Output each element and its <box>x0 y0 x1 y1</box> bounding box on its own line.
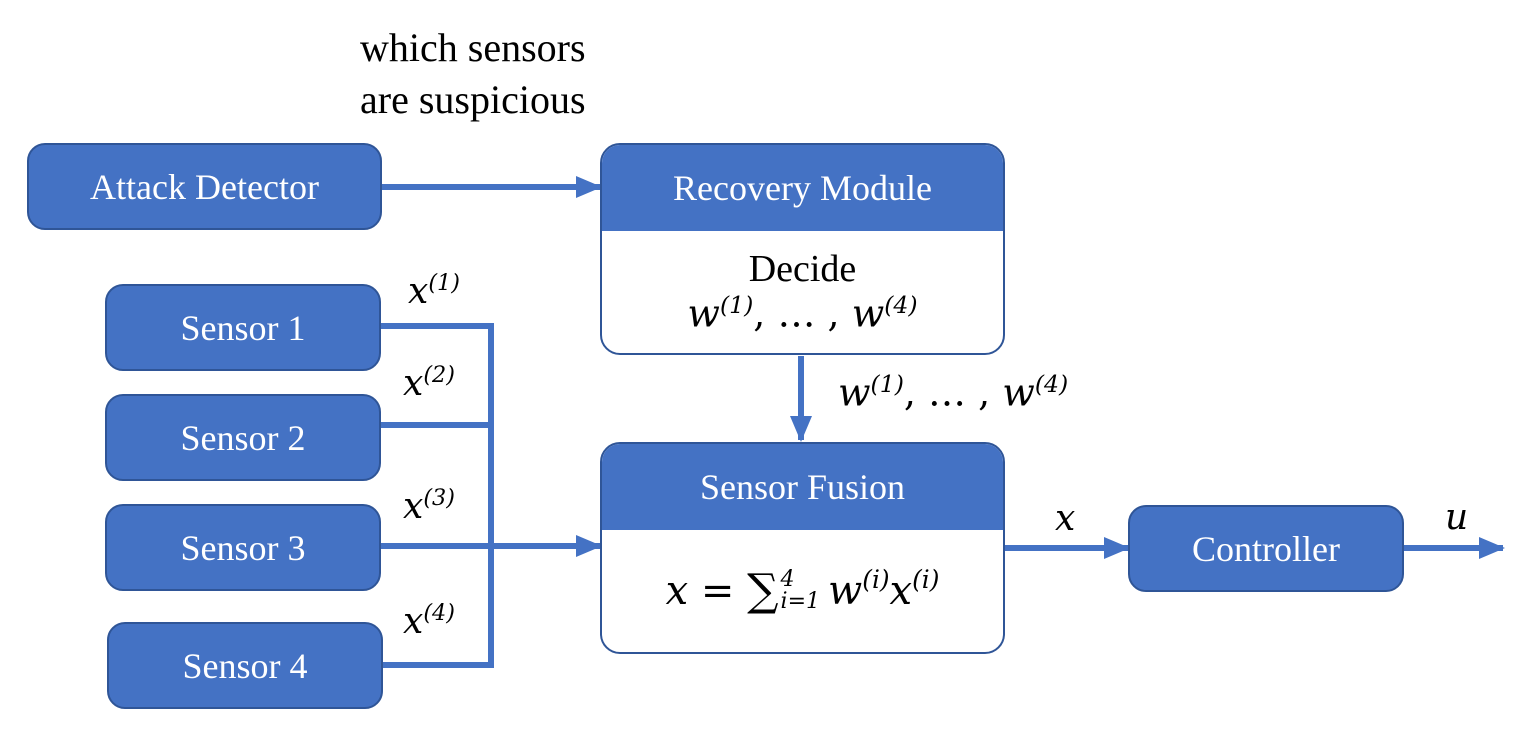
controller-output-label: u <box>1445 497 1469 538</box>
sensor-3-signal-symbol: x <box>403 486 424 527</box>
recovery-module-node: Recovery Module Decide w(1), … , w(4) <box>600 143 1005 355</box>
sensor-fusion-node: Sensor Fusion x = ∑ 4 i=1 w(i) x(i) <box>600 442 1005 654</box>
weight-sup-last: (4) <box>884 290 918 319</box>
sensor-3-label: Sensor 3 <box>180 527 306 568</box>
formula-sum-limits: 4 i=1 <box>781 569 820 613</box>
weight-sup-first: (1) <box>719 290 754 319</box>
formula-weight: w <box>828 568 863 614</box>
caption-line-1: which sensors <box>360 25 586 70</box>
sensor-2-signal-label: x(2) <box>403 362 455 404</box>
edge-weight-sup-last: (4) <box>1034 370 1069 398</box>
sensor-3-node: Sensor 3 <box>105 504 381 591</box>
sensor-fusion-body: x = ∑ 4 i=1 w(i) x(i) <box>602 530 1003 652</box>
sensor-1-signal-sup: (1) <box>428 270 460 296</box>
sensor-2-signal-symbol: x <box>403 363 424 404</box>
caption-line-2: are suspicious <box>360 77 586 122</box>
sensor-fusion-header: Sensor Fusion <box>602 444 1003 530</box>
controller-node: Controller <box>1128 505 1404 592</box>
formula-signal-sup: (i) <box>912 564 940 594</box>
sensor-3-signal-label: x(3) <box>403 485 455 527</box>
formula-lhs: x <box>665 568 689 614</box>
sensor-1-label: Sensor 1 <box>180 307 306 348</box>
formula-signal: x <box>889 568 913 614</box>
formula-sum-upper: 4 <box>780 567 795 592</box>
recovery-weights-formula: w(1), … , w(4) <box>687 290 918 336</box>
weight-separator: , … , <box>753 291 852 336</box>
edge-weight-symbol-last: w <box>1002 370 1035 415</box>
sensor-4-node: Sensor 4 <box>107 622 383 709</box>
sensor-1-node: Sensor 1 <box>105 284 381 371</box>
sensor-4-signal-label: x(4) <box>403 600 455 642</box>
attack-detector-label: Attack Detector <box>90 166 319 207</box>
sensor-2-node: Sensor 2 <box>105 394 381 481</box>
formula-weight-sup: (i) <box>862 564 890 594</box>
recovery-module-header: Recovery Module <box>602 145 1003 231</box>
sensor-1-signal-symbol: x <box>408 271 429 312</box>
weight-symbol-last: w <box>851 291 885 336</box>
detector-caption: which sensors are suspicious <box>360 22 586 126</box>
sensor-1-signal-label: x(1) <box>408 270 460 312</box>
recovery-module-title: Recovery Module <box>673 168 932 208</box>
sensor-3-signal-sup: (3) <box>423 485 455 511</box>
sensor-2-label: Sensor 2 <box>180 417 306 458</box>
formula-equals: = <box>688 568 748 614</box>
sensor-4-signal-symbol: x <box>403 601 424 642</box>
weights-edge-label: w(1), … , w(4) <box>838 370 1068 415</box>
edge-weight-symbol-first: w <box>838 370 871 415</box>
sensor-4-label: Sensor 4 <box>182 645 308 686</box>
wire-sensor-1 <box>380 323 494 665</box>
formula-sum-lower: i=1 <box>780 589 821 614</box>
sensor-fusion-title: Sensor Fusion <box>699 467 906 507</box>
fusion-output-label: x <box>1055 498 1076 539</box>
recovery-module-body: Decide w(1), … , w(4) <box>602 231 1003 353</box>
sensor-4-signal-sup: (4) <box>423 600 455 626</box>
sensor-2-signal-sup: (2) <box>423 362 455 388</box>
attack-detector-node: Attack Detector <box>27 143 382 230</box>
controller-label: Controller <box>1192 528 1340 569</box>
edge-weight-separator: , … , <box>903 370 1003 415</box>
formula-sum-sign: ∑ <box>747 564 779 616</box>
weight-symbol-first: w <box>687 291 720 336</box>
recovery-decide-text: Decide <box>748 247 857 290</box>
fusion-formula: x = ∑ 4 i=1 w(i) x(i) <box>665 564 940 617</box>
edge-weight-sup-first: (1) <box>870 370 904 398</box>
